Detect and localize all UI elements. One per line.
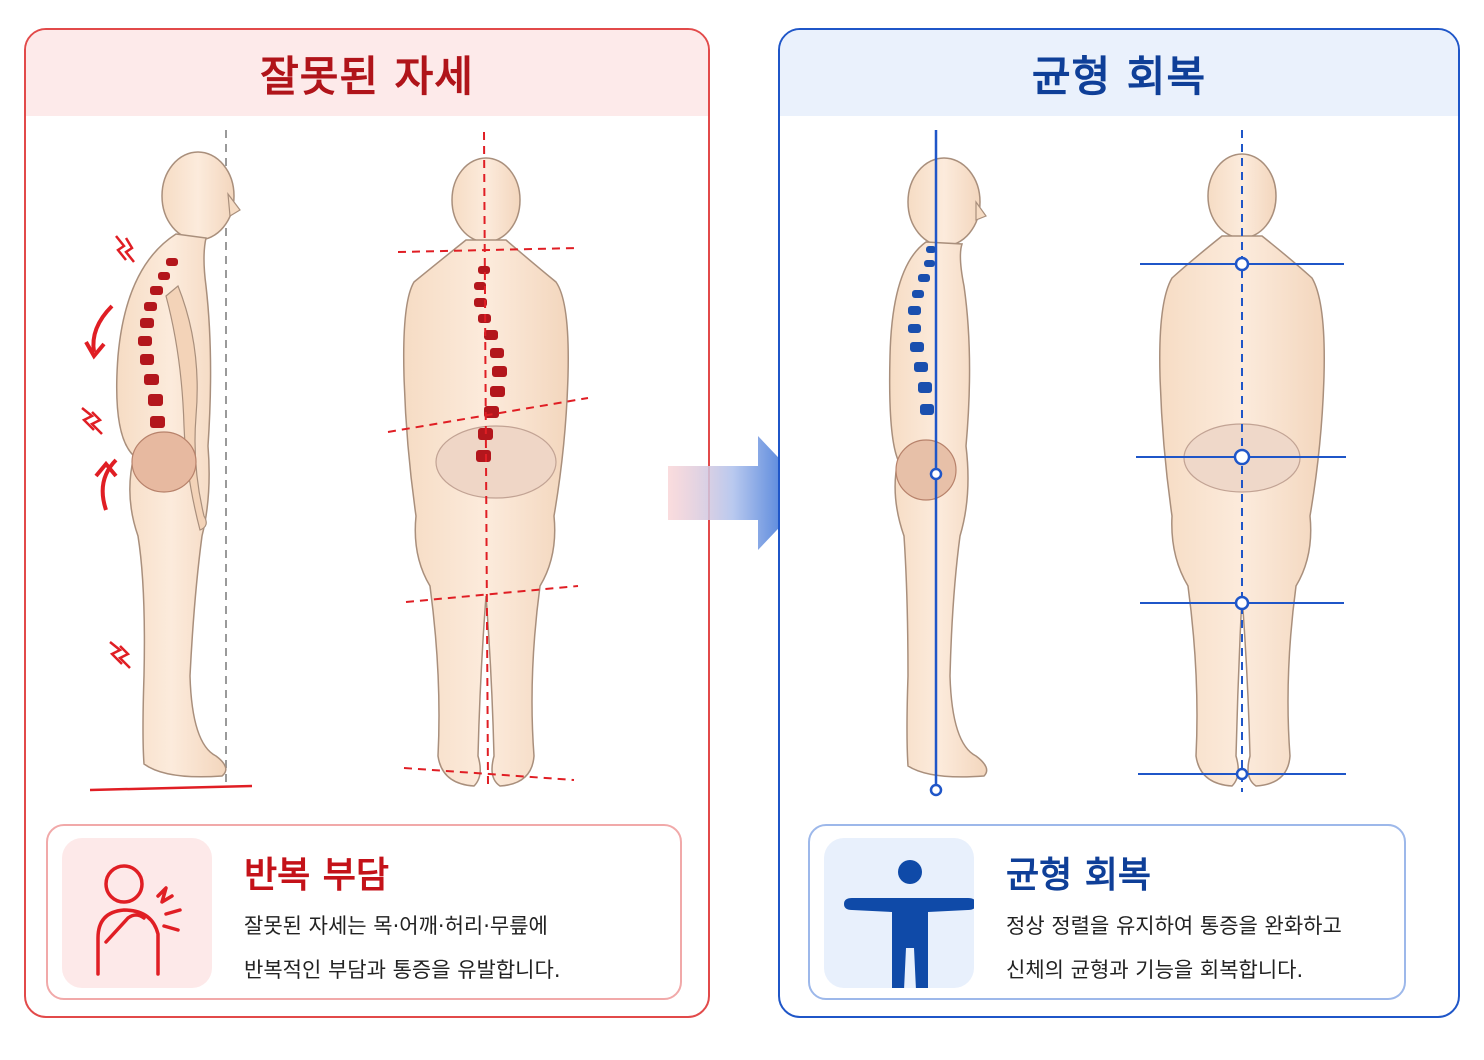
repetitive-strain-description: 잘못된 자세는 목·어깨·허리·무릎에 반복적인 부담과 통증을 유발합니다. — [244, 904, 561, 992]
repetitive-strain-line-2: 반복적인 부담과 통증을 유발합니다. — [244, 958, 561, 982]
shoulder-pain-icon — [62, 838, 212, 988]
poor-posture-figures — [81, 130, 589, 792]
balance-recovery-box: 균형 회복 정상 정렬을 유지하여 통증을 완화하고 신체의 균형과 기능을 회… — [808, 824, 1406, 1000]
balance-recovery-info-title: 균형 회복 — [1006, 855, 1152, 896]
repetitive-strain-box: 반복 부담 잘못된 자세는 목·어깨·허리·무릎에 반복적인 부담과 통증을 유… — [46, 824, 682, 1000]
balance-recovery-line-1: 정상 정렬을 유지하여 통증을 완화하고 — [1006, 914, 1342, 938]
balanced-person-icon — [824, 838, 976, 990]
side-view-balanced-figure — [888, 130, 988, 797]
repetitive-strain-title: 반복 부담 — [244, 855, 390, 896]
shoulder-pain-icon-drawing — [96, 864, 182, 976]
back-view-poor-figure — [387, 131, 589, 787]
balanced-person-icon-drawing — [844, 860, 976, 990]
balanced-posture-figures — [888, 130, 1346, 797]
balance-recovery-description: 정상 정렬을 유지하여 통증을 완화하고 신체의 균형과 기능을 회복합니다. — [1006, 904, 1342, 992]
balance-recovery-panel: 균형 회복 — [778, 28, 1460, 1018]
side-view-poor-figure — [81, 130, 253, 792]
right-arrow-icon — [668, 436, 812, 550]
balance-recovery-title: 균형 회복 — [780, 30, 1458, 116]
repetitive-strain-line-1: 잘못된 자세는 목·어깨·허리·무릎에 — [244, 914, 548, 938]
poor-posture-panel: 잘못된 자세 — [24, 28, 710, 1018]
poor-posture-title: 잘못된 자세 — [26, 30, 708, 116]
balance-recovery-line-2: 신체의 균형과 기능을 회복합니다. — [1006, 958, 1304, 982]
back-view-balanced-figure — [1136, 130, 1346, 792]
